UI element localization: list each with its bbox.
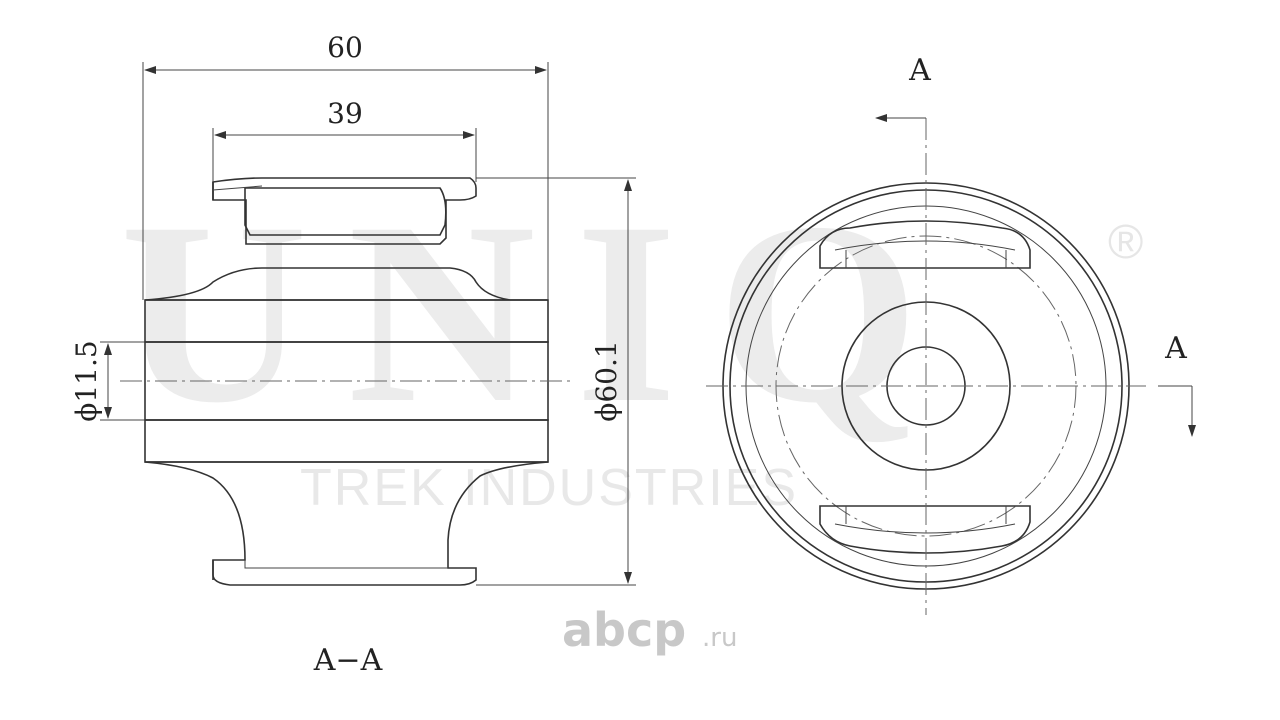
- section-view-label: A−A: [313, 643, 383, 678]
- lower-rubber-body: [144, 461, 549, 586]
- logo-name: abcp: [562, 603, 686, 657]
- section-view: 60 39 ϕ11.5 ϕ60.1 A−A: [70, 31, 636, 678]
- dimension-overall-width: 60: [327, 31, 363, 64]
- dimension-bore-diameter: ϕ11.5: [70, 340, 103, 421]
- watermark-registered-mark: ®: [1108, 216, 1143, 269]
- abcp-logo: abcp .ru: [562, 603, 737, 657]
- watermark-subtitle: TREK INDUSTRIES: [300, 459, 798, 517]
- top-outer-sleeve: [212, 177, 477, 245]
- upper-window: [819, 220, 1031, 269]
- dimension-inner-width: 39: [327, 97, 363, 130]
- upper-rubber: [144, 267, 548, 301]
- cut-marker-top: A: [908, 53, 931, 88]
- cut-marker-right: A: [1164, 331, 1187, 366]
- front-view: A A: [706, 53, 1196, 615]
- logo-suffix: .ru: [702, 623, 737, 653]
- watermark: UNIQ TREK INDUSTRIES ®: [120, 169, 1143, 517]
- lower-window: [819, 505, 1031, 554]
- watermark-brand: UNIQ: [120, 169, 959, 457]
- dimension-outer-diameter: ϕ60.1: [590, 340, 623, 421]
